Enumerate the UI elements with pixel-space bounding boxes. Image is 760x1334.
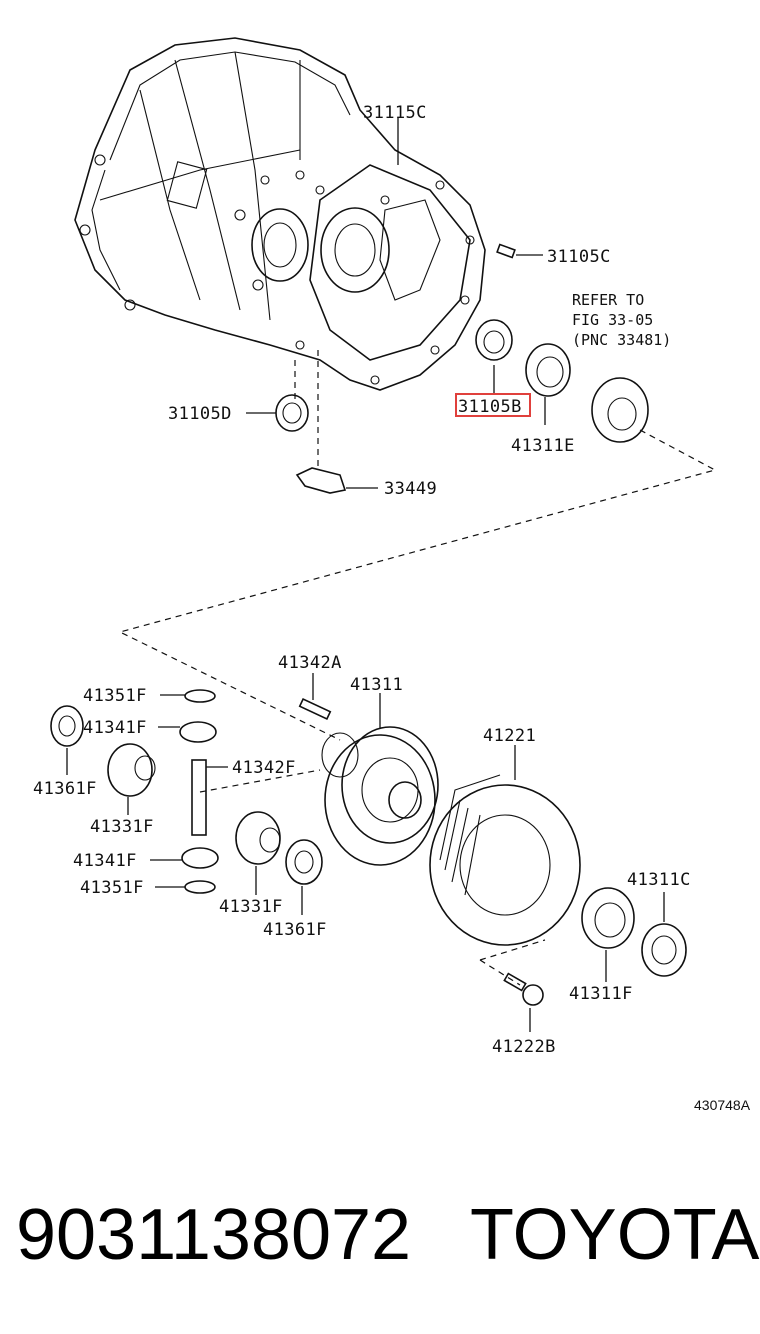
part-number: 9031138072 [16, 1195, 412, 1275]
exploded-parts-diagram: 31115C 31105C REFER TO FIG 33-05 (PNC 33… [33, 37, 751, 1113]
leader-lines [66, 118, 665, 1032]
washer-41351F-bottom [184, 880, 216, 894]
race-41311C [641, 923, 687, 977]
label-41331F-top[interactable]: 41331F [90, 817, 154, 837]
refer-line-3: (PNC 33481) [572, 331, 671, 349]
label-41351F-top[interactable]: 41351F [83, 686, 147, 706]
seal-31105D [275, 394, 309, 432]
label-31105D[interactable]: 31105D [168, 404, 232, 424]
seal-31105B [475, 319, 513, 361]
bearing-41311E [525, 343, 571, 397]
label-31105B[interactable]: 31105B [458, 397, 522, 417]
pin-41342A [298, 697, 332, 721]
pin-31105C [496, 243, 516, 259]
part-labels: 31115C 31105C REFER TO FIG 33-05 (PNC 33… [33, 103, 751, 1113]
differential-case [321, 726, 439, 866]
bearing-33481 [591, 377, 649, 443]
assembly-lines [118, 350, 717, 986]
label-41361F-left[interactable]: 41361F [33, 779, 97, 799]
gear-41341F-top [179, 721, 217, 743]
label-31105C[interactable]: 31105C [547, 247, 611, 267]
brand-name: TOYOTA [470, 1195, 760, 1275]
label-41222B[interactable]: 41222B [492, 1037, 556, 1057]
label-41221[interactable]: 41221 [483, 726, 536, 746]
bolt-41222B [503, 972, 544, 1006]
label-41341F-top[interactable]: 41341F [83, 718, 147, 738]
label-31115C[interactable]: 31115C [363, 103, 427, 123]
refer-line-1: REFER TO [572, 291, 644, 309]
label-41342F[interactable]: 41342F [232, 758, 296, 778]
washer-41351F-top [184, 689, 216, 703]
highlight-box [455, 393, 531, 417]
shaft-41342F [191, 759, 207, 836]
label-33449[interactable]: 33449 [384, 479, 437, 499]
label-41361F-right[interactable]: 41361F [263, 920, 327, 940]
washer-41361F-right [285, 839, 323, 885]
label-41311F[interactable]: 41311F [569, 984, 633, 1004]
refer-line-2: FIG 33-05 [572, 311, 653, 329]
figure-code: 430748A [694, 1097, 751, 1113]
label-41311[interactable]: 41311 [350, 675, 403, 695]
bearing-41311F [581, 887, 635, 949]
gear-41331F-top [107, 743, 156, 797]
label-41351F-bottom[interactable]: 41351F [80, 878, 144, 898]
washer-41361F-left [50, 705, 84, 747]
gear-41341F-bottom [181, 847, 219, 869]
label-41331F-bottom[interactable]: 41331F [219, 897, 283, 917]
label-41311C[interactable]: 41311C [627, 870, 691, 890]
label-41341F-bottom[interactable]: 41341F [73, 851, 137, 871]
gear-41331F-bottom [235, 811, 281, 865]
label-41311E[interactable]: 41311E [511, 436, 575, 456]
transmission-case [74, 37, 486, 391]
label-41342A[interactable]: 41342A [278, 653, 342, 673]
magnet-33449 [295, 467, 347, 494]
ring-gear-41221 [429, 774, 581, 946]
